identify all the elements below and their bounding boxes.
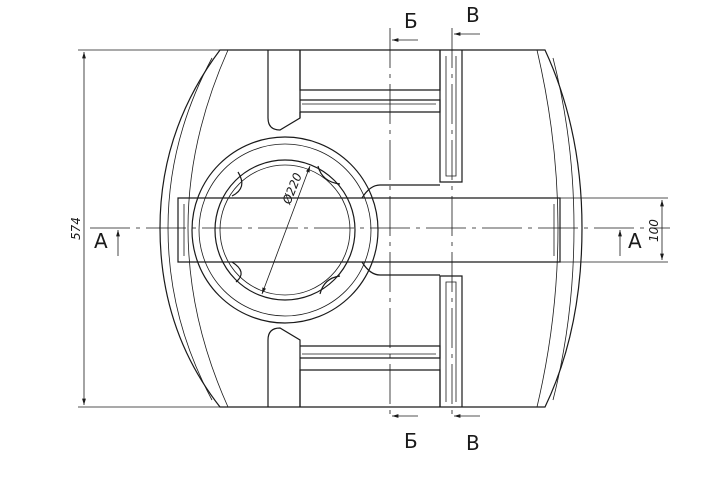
- lower-ribs: [267, 275, 463, 407]
- diameter-dimension: Ø220: [261, 165, 311, 295]
- center-lines: [90, 28, 670, 420]
- section-a-right-label: А: [628, 229, 642, 253]
- section-a-left-label: А: [94, 229, 108, 253]
- horizontal-rib: [177, 184, 561, 276]
- section-b-top: Б: [392, 9, 418, 42]
- section-b-bottom-label: Б: [404, 429, 418, 453]
- section-b-bottom: Б: [392, 414, 418, 453]
- section-v-top-label: В: [466, 3, 480, 27]
- height-dimension: 574: [69, 49, 220, 408]
- section-v-top: В: [454, 3, 480, 36]
- section-v-bottom-label: В: [466, 431, 480, 455]
- section-v-bottom: В: [454, 414, 480, 455]
- section-b-top-label: Б: [404, 9, 418, 33]
- upper-ribs: [267, 50, 463, 183]
- height-label: 574: [69, 217, 83, 240]
- neck-ring: [191, 136, 379, 324]
- side-label: 100: [647, 219, 661, 242]
- section-a-right: А: [618, 229, 642, 256]
- section-a-left: А: [94, 229, 120, 256]
- side-dimension: 100: [560, 197, 668, 263]
